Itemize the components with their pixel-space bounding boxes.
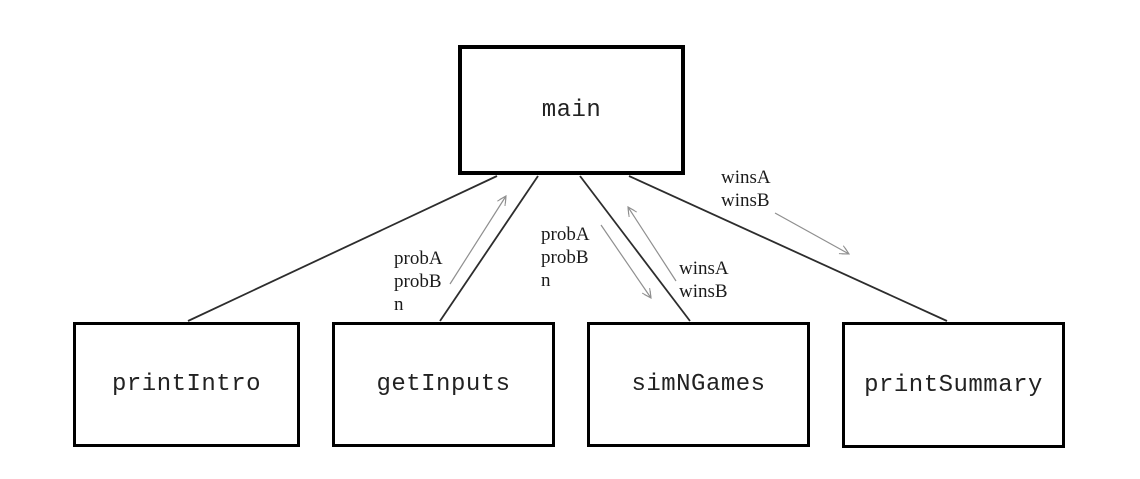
flow-arrow-main-to-printsummary [774,212,850,255]
param-label: winsA [721,167,771,188]
flow-label-printsummary-input: winsA winsB [721,166,771,212]
param-label: probB [394,271,442,292]
node-getinputs: getInputs [332,322,555,447]
call-line-main-to-printintro [187,175,498,322]
call-line-main-to-simngames [579,175,691,322]
node-label-main: main [541,96,602,124]
flow-arrow-simngames-to-main [627,206,677,282]
flow-arrow-getinputs-to-main [449,195,507,285]
node-label-printintro: printIntro [111,371,262,398]
call-line-main-to-getinputs [439,175,539,322]
node-label-simngames: simNGames [631,371,766,398]
node-simngames: simNGames [587,322,810,447]
param-label: probA [394,248,443,269]
param-label: winsB [679,281,728,302]
flow-label-simngames-input: probA probB n [541,223,590,292]
param-label: winsA [679,258,729,279]
flow-arrow-main-to-simngames [600,224,652,299]
param-label: probB [541,247,589,268]
param-label: n [541,270,551,291]
flow-label-simngames-return: winsA winsB [679,257,729,303]
node-label-getinputs: getInputs [376,371,511,398]
flow-label-getinputs-return: probA probB n [394,247,443,316]
param-label: winsB [721,190,770,211]
node-printintro: printIntro [73,322,300,447]
param-label: probA [541,224,590,245]
call-line-main-to-printsummary [628,175,948,322]
node-printsummary: printSummary [842,322,1065,448]
node-main: main [458,45,685,175]
node-label-printsummary: printSummary [864,371,1043,399]
param-label: n [394,294,404,315]
